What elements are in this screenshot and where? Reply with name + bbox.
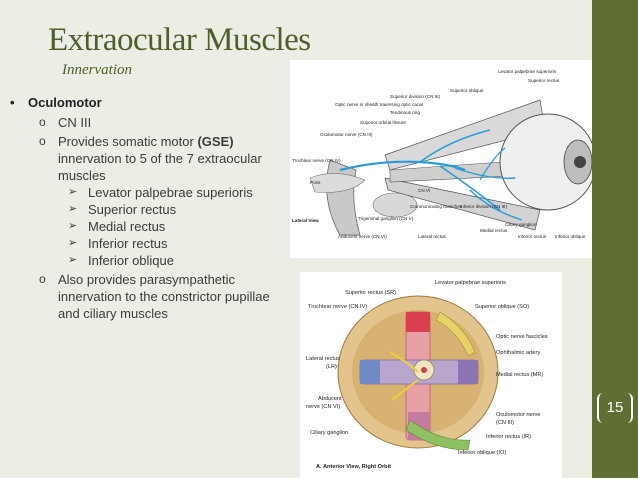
arrow-bullet-icon: ➢	[68, 237, 78, 249]
label-ciliary-ganglion: Ciliary ganglion	[310, 430, 348, 436]
inferior-oblique-shape	[405, 419, 471, 451]
label-inferior-oblique: Inferior oblique	[555, 234, 586, 239]
label-trochlear-nerve: Trochlear nerve (CN IV)	[308, 304, 367, 310]
circle-bullet-icon: o	[39, 115, 46, 129]
muscle-text: Inferior oblique	[88, 253, 174, 268]
label-communicating: Communicating branches	[410, 204, 463, 209]
muscle-text: Levator palpebrae superioris	[88, 185, 253, 200]
nerve-branch-path	[391, 379, 419, 401]
superior-oblique-shape	[435, 311, 476, 357]
muscle-item: ➢ Inferior rectus	[6, 235, 290, 252]
muscle-text: Inferior rectus	[88, 236, 168, 251]
bullet-bold-text: (GSE)	[197, 134, 234, 149]
lateral-rectus-shape	[360, 360, 380, 384]
bullet-oculomotor: • Oculomotor	[6, 94, 290, 111]
nerve-branch-path	[389, 351, 419, 373]
oculomotor-nerve-path	[339, 160, 466, 172]
inferior-oblique-branch-path	[469, 189, 523, 221]
page-number: 15	[597, 393, 633, 423]
label-lateral-rectus: Lateral rectus	[418, 234, 447, 239]
ophthalmic-artery-dot	[421, 367, 427, 373]
muscle-item: ➢ Levator palpebrae superioris	[6, 184, 290, 201]
label-oculomotor-nerve: Oculomotor nerve	[496, 412, 540, 418]
bullet-cn3: o CN III	[6, 114, 290, 131]
arrow-bullet-icon: ➢	[68, 203, 78, 215]
circle-bullet-icon: o	[39, 134, 46, 148]
arrow-bullet-icon: ➢	[68, 186, 78, 198]
bullet-parasympathetic: o Also provides parasympathetic innervat…	[6, 271, 290, 322]
label-superior-oblique: Superior oblique (SO)	[475, 304, 529, 310]
medial-branch-path	[454, 167, 516, 179]
arrow-bullet-icon: ➢	[68, 220, 78, 232]
label-medial-rectus: Medial rectus	[480, 228, 508, 233]
brainstem-shape	[326, 159, 361, 236]
anterior-view-illustration: Levator palpebrae superioris Superior re…	[306, 280, 548, 470]
superior-division-path	[419, 129, 491, 163]
bullet-text: innervation to 5 of the 7 extraocular mu…	[58, 151, 262, 183]
lateral-view-illustration: Levator palpebrae superioris Superior re…	[292, 69, 597, 239]
slide-subtitle: Innervation	[62, 62, 132, 78]
label-pons: Pons	[310, 180, 321, 185]
label-optic-nerve: Optic nerve in sheath traversing optic c…	[335, 102, 423, 107]
muscle-text: Medial rectus	[88, 219, 166, 234]
bullet-text: Oculomotor	[28, 95, 102, 110]
circle-bullet-icon: o	[39, 272, 46, 286]
figure-caption: A. Anterior View, Right Orbit	[316, 464, 391, 470]
label-ophthalmic-artery: Ophthalmic artery	[496, 350, 540, 356]
ciliary-branch-path	[479, 147, 506, 181]
label-abducent: Abducent	[318, 396, 342, 402]
label-tendinous-ring: Tendinous ring	[390, 110, 420, 115]
arrow-bullet-icon: ➢	[68, 254, 78, 266]
label-oculomotor-nerve-abbr: (CN III)	[496, 420, 514, 426]
muscle-text: Superior rectus	[88, 202, 177, 217]
muscle-item: ➢ Superior rectus	[6, 201, 290, 218]
inferior-division-path	[439, 165, 501, 211]
muscle-item: ➢ Inferior oblique	[6, 252, 290, 269]
bullet-list: • Oculomotor o CN III o Provides somatic…	[6, 92, 290, 322]
muscle-item: ➢ Medial rectus	[6, 218, 290, 235]
label-inferior-division: Inferior division (CN III)	[460, 204, 507, 209]
label-levator: Levator palpebrae superioris	[498, 69, 557, 74]
label-oculomotor-nerve: Oculomotor nerve (CN III)	[320, 132, 373, 137]
label-trochlear-nerve: Trochlear nerve (CN IV)	[292, 158, 341, 163]
label-lateral-rectus: Lateral rectus	[306, 356, 340, 362]
slide-title: Extraocular Muscles	[48, 22, 311, 58]
label-abducent-nerve: Abducent nerve (CN VI)	[338, 234, 387, 239]
label-levator: Levator palpebrae superioris	[435, 280, 506, 286]
trigeminal-ganglion-shape	[372, 192, 418, 218]
label-superior-division: Superior division (CN III)	[390, 94, 441, 99]
label-inferior-rectus: Inferior rectus	[518, 234, 547, 239]
label-superior-rectus: Superior rectus (SR)	[345, 290, 396, 296]
label-abducent-nerve: nerve (CN VI)	[306, 404, 340, 410]
anterior-view-figure: Levator palpebrae superioris Superior re…	[300, 272, 562, 478]
label-optic-nerve-fascicles: Optic nerve fascicles	[496, 334, 548, 340]
label-superior-orbital-fissure: Superior orbital fissure	[360, 120, 406, 125]
superior-rectus-shape	[406, 312, 430, 332]
bullet-somatic-motor: o Provides somatic motor (GSE) innervati…	[6, 133, 290, 184]
label-inferior-oblique: Inferior oblique (IO)	[458, 450, 506, 456]
label-inferior-rectus: Inferior rectus (IR)	[486, 434, 531, 440]
label-medial-rectus: Medial rectus (MR)	[496, 372, 543, 378]
label-superior-oblique: Superior oblique	[450, 88, 484, 93]
bullet-text: Also provides parasympathetic innervatio…	[58, 272, 270, 321]
lateral-view-figure: Levator palpebrae superioris Superior re…	[290, 60, 597, 258]
inferior-muscles-shape	[384, 177, 541, 231]
bullet-text: CN III	[58, 115, 92, 130]
label-cn6: CN VI	[418, 188, 430, 193]
pons-shape	[309, 173, 366, 193]
label-superior-rectus: Superior rectus	[528, 78, 560, 83]
medial-rectus-shape	[458, 360, 478, 384]
label-ciliary-ganglion: Ciliary ganglion	[505, 222, 537, 227]
bullet-text: Provides somatic motor	[58, 134, 198, 149]
label-trigeminal-ganglion: Trigeminal ganglion (CN V)	[358, 216, 414, 221]
label-lateral-view: Lateral View	[292, 218, 319, 223]
pupil-shape	[574, 156, 586, 168]
label-lateral-rectus-abbr: (LR)	[326, 364, 337, 370]
bullet-dot-icon: •	[10, 95, 15, 110]
